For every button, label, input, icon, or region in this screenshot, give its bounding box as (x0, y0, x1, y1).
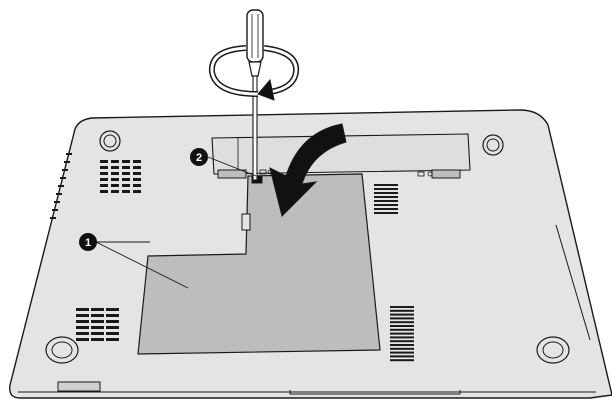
rubber-foot-bottom-right (536, 336, 570, 364)
callout-1-leader (95, 241, 189, 289)
vent-slot (122, 184, 130, 187)
vent-slot (91, 320, 104, 323)
vent-slot (111, 184, 119, 187)
vent-slot (76, 326, 89, 329)
vent-slot (374, 196, 398, 198)
vent-top-right (374, 184, 398, 214)
vent-slot (133, 184, 141, 187)
vent-slot (76, 320, 89, 323)
vent-slot (91, 308, 104, 311)
side-vent-left (50, 153, 72, 219)
vent-slot (111, 166, 119, 169)
vent-slot (390, 351, 414, 354)
callout-2-leader (207, 156, 257, 177)
vent-slot (390, 340, 414, 343)
vent-slot (374, 192, 398, 194)
vent-slot (91, 326, 104, 329)
latch-left (217, 169, 247, 179)
vent-slot (390, 328, 414, 331)
vent-top-left (100, 160, 141, 193)
vent-slot (91, 338, 104, 341)
vent-slot (100, 184, 108, 187)
callout-1: 1 (79, 233, 97, 251)
vent-slot (390, 313, 414, 316)
vent-slot (390, 317, 414, 320)
vent-slot (122, 166, 130, 169)
vent-slot (133, 166, 141, 169)
lock-symbol-right (417, 171, 433, 177)
vent-slot (374, 200, 398, 202)
vent-slot (106, 326, 119, 329)
vent-slot (390, 347, 414, 350)
vent-slot (111, 160, 119, 163)
vent-slot (390, 336, 414, 339)
vent-slot (390, 355, 414, 358)
vent-slot (133, 172, 141, 175)
vent-slot (111, 190, 119, 193)
vent-slot (133, 190, 141, 193)
rubber-foot-top-left (99, 130, 121, 152)
vent-slot (390, 325, 414, 327)
screwdriver-icon (246, 9, 264, 181)
vent-slot (390, 306, 414, 308)
vent-slot (106, 332, 119, 335)
vent-slot (111, 172, 119, 175)
vent-slot (76, 338, 89, 341)
vent-slot (133, 160, 141, 163)
vent-slot (100, 160, 108, 163)
vent-slot (122, 178, 130, 181)
vent-slot (106, 308, 119, 311)
vent-slot (122, 190, 130, 193)
insert-arrow-icon (269, 123, 347, 217)
vent-slot (76, 332, 89, 335)
vent-slot (374, 188, 398, 190)
panel-tab (241, 213, 251, 231)
vent-slot (91, 332, 104, 335)
vent-slot (122, 160, 130, 163)
vent-slot (111, 178, 119, 181)
vent-bottom-left (76, 308, 119, 341)
vent-slot (100, 178, 108, 181)
rubber-foot-bottom-left (45, 336, 79, 364)
rubber-foot-top-right (482, 134, 504, 156)
vent-slot (100, 166, 108, 169)
vent-slot (100, 190, 108, 193)
rotation-arrow-icon (208, 45, 300, 101)
vent-slot (106, 338, 119, 341)
vent-slot (390, 359, 414, 362)
memory-cover-panel (137, 173, 381, 355)
front-slot (57, 381, 101, 392)
vent-slot (390, 344, 414, 346)
vent-slot (374, 212, 398, 214)
vent-slot (374, 204, 398, 206)
callout-2: 2 (190, 148, 208, 166)
side-edge-right (555, 224, 591, 341)
front-tab (289, 390, 461, 395)
vent-slot (374, 208, 398, 210)
vent-slot (76, 308, 89, 311)
vent-slot (390, 321, 414, 324)
vent-slot (100, 172, 108, 175)
vent-slot (390, 332, 414, 335)
vent-slot (390, 309, 414, 312)
callout-1-number: 1 (85, 237, 91, 249)
vent-slot (106, 320, 119, 323)
vent-slot (91, 314, 104, 317)
vent-slot (133, 178, 141, 181)
vent-slot (374, 184, 398, 186)
vent-slot (122, 172, 130, 175)
vent-bottom-right (390, 306, 414, 362)
vent-slot (106, 314, 119, 317)
callout-2-number: 2 (196, 152, 202, 164)
battery-cover (211, 133, 471, 175)
vent-slot (76, 314, 89, 317)
latch-right (431, 169, 461, 179)
